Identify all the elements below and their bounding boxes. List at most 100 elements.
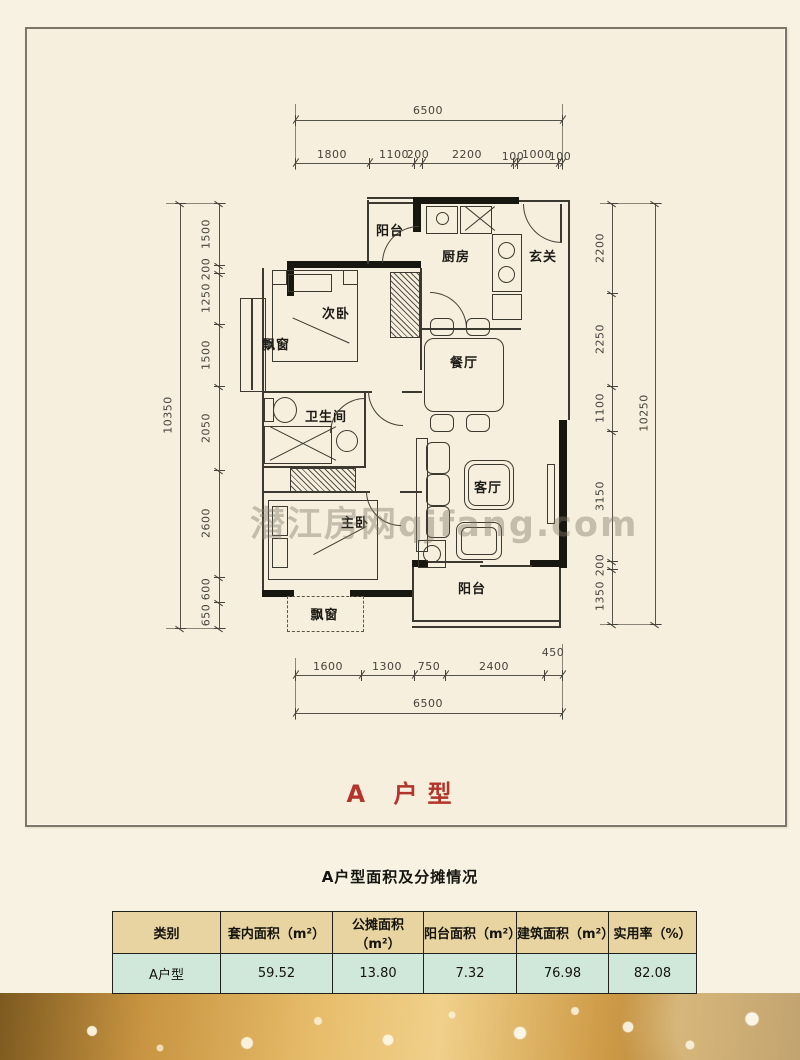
- col-header-efficiency: 实用率（%）: [608, 911, 697, 954]
- table-data-row: A户型 59.52 13.80 7.32 76.98 82.08: [112, 953, 697, 994]
- bed2-pillow: [288, 274, 332, 292]
- wall: [350, 590, 414, 597]
- bay-window-lower-box: [287, 596, 364, 632]
- kitchen-cabinet: [492, 294, 522, 320]
- wall: [262, 466, 366, 468]
- dim-line-bottom-sub: [295, 675, 562, 676]
- room-label-bedroom2: 次卧: [321, 307, 350, 322]
- wall: [400, 491, 422, 493]
- dim-tick: [650, 624, 661, 625]
- dim-tick: [214, 386, 225, 387]
- dim-tick: [607, 624, 618, 625]
- dim-top-0: 1800: [317, 148, 347, 161]
- cell-category: A户型: [112, 953, 221, 994]
- wall: [412, 567, 414, 620]
- extension-line: [562, 644, 563, 720]
- extension-line: [295, 104, 296, 170]
- dim-bottom-0: 1600: [313, 660, 343, 673]
- dim-left-total: 10350: [161, 396, 175, 434]
- dim-bottom-3: 2400: [479, 660, 509, 673]
- cell-building-area: 76.98: [516, 953, 609, 994]
- wall: [287, 261, 421, 268]
- dim-bottom-1: 1300: [372, 660, 402, 673]
- sink-basin: [436, 212, 449, 225]
- dim-tick: [295, 670, 296, 681]
- col-header-building-area: 建筑面积（m²）: [516, 911, 614, 954]
- master-pillow: [272, 538, 288, 568]
- dining-chair: [466, 414, 490, 432]
- col-header-balcony-area: 阳台面积（m²）: [423, 911, 521, 954]
- cell-shared-area: 13.80: [332, 953, 424, 994]
- table-header-row: 类别 套内面积（m²） 公摊面积（m²） 阳台面积（m²） 建筑面积（m²） 实…: [112, 911, 697, 954]
- dim-tick: [607, 561, 618, 562]
- wash-basin: [336, 430, 358, 452]
- dim-tick: [517, 158, 518, 169]
- sofa-back: [416, 438, 428, 552]
- room-label-dining: 餐厅: [449, 356, 478, 371]
- dim-tick: [295, 158, 296, 169]
- dim-bottom-4: 450: [541, 646, 565, 659]
- side-table: [418, 540, 446, 568]
- dining-table: [424, 338, 504, 412]
- dim-tick: [214, 577, 225, 578]
- dim-tick: [295, 708, 296, 719]
- dim-top-3: 2200: [452, 148, 482, 161]
- window-line: [367, 202, 413, 204]
- dining-chair: [430, 414, 454, 432]
- wall: [412, 560, 428, 567]
- dim-tick: [414, 670, 415, 681]
- dim-tick: [175, 203, 186, 204]
- dim-tick: [214, 273, 225, 274]
- dim-tick: [214, 470, 225, 471]
- room-label-master: 主卧: [340, 516, 369, 531]
- dim-right-4: 200: [593, 553, 607, 577]
- toilet-bowl: [273, 397, 297, 423]
- extension-line: [600, 624, 662, 625]
- dim-tick: [214, 628, 225, 629]
- plan-frame-border: [25, 27, 787, 827]
- sofa-cushion: [426, 474, 450, 506]
- master-bed: [268, 500, 378, 580]
- wall: [421, 328, 521, 330]
- dim-right-1: 2250: [593, 324, 607, 354]
- dining-chair: [430, 318, 454, 336]
- dim-line-bottom-total: [295, 713, 562, 714]
- dim-tick: [562, 158, 563, 169]
- dim-tick: [544, 670, 545, 681]
- dim-tick: [607, 431, 618, 432]
- room-label-entry: 玄关: [528, 250, 557, 265]
- dim-top-4: 100: [501, 150, 525, 163]
- extension-line: [166, 628, 226, 629]
- wall: [364, 391, 366, 468]
- coffee-table: [456, 522, 502, 560]
- dim-left-6: 600: [199, 577, 213, 601]
- living-label-box-inner: [468, 464, 510, 506]
- dim-right-total: 10250: [637, 394, 651, 432]
- extension-line: [166, 203, 226, 204]
- dim-top-5: 1000: [522, 148, 552, 161]
- dim-right-0: 2200: [593, 233, 607, 263]
- extension-line: [600, 203, 662, 204]
- dim-tick: [445, 670, 446, 681]
- wall: [413, 204, 421, 232]
- wall: [287, 268, 294, 296]
- dim-tick: [513, 158, 514, 169]
- golden-bokeh-footer: [0, 993, 800, 1060]
- stove: [492, 234, 522, 292]
- room-label-living: 客厅: [473, 481, 502, 496]
- wall: [519, 200, 568, 202]
- room-label-bay-lower: 飘窗: [310, 608, 339, 623]
- extension-line: [562, 104, 563, 170]
- dim-tick: [214, 265, 225, 266]
- dim-right-2: 1100: [593, 393, 607, 423]
- room-label-bay-upper: 飘窗: [261, 338, 290, 353]
- wall: [530, 560, 561, 567]
- sliding-door-line: [428, 561, 483, 563]
- dim-tick: [369, 158, 370, 169]
- dim-left-5: 2600: [199, 508, 213, 538]
- room-label-balcony-bottom: 阳台: [457, 582, 486, 597]
- dim-tick: [607, 203, 618, 204]
- cell-inner-area: 59.52: [220, 953, 333, 994]
- sofa-cushion: [426, 442, 450, 474]
- area-table: 类别 套内面积（m²） 公摊面积（m²） 阳台面积（m²） 建筑面积（m²） 实…: [112, 911, 697, 994]
